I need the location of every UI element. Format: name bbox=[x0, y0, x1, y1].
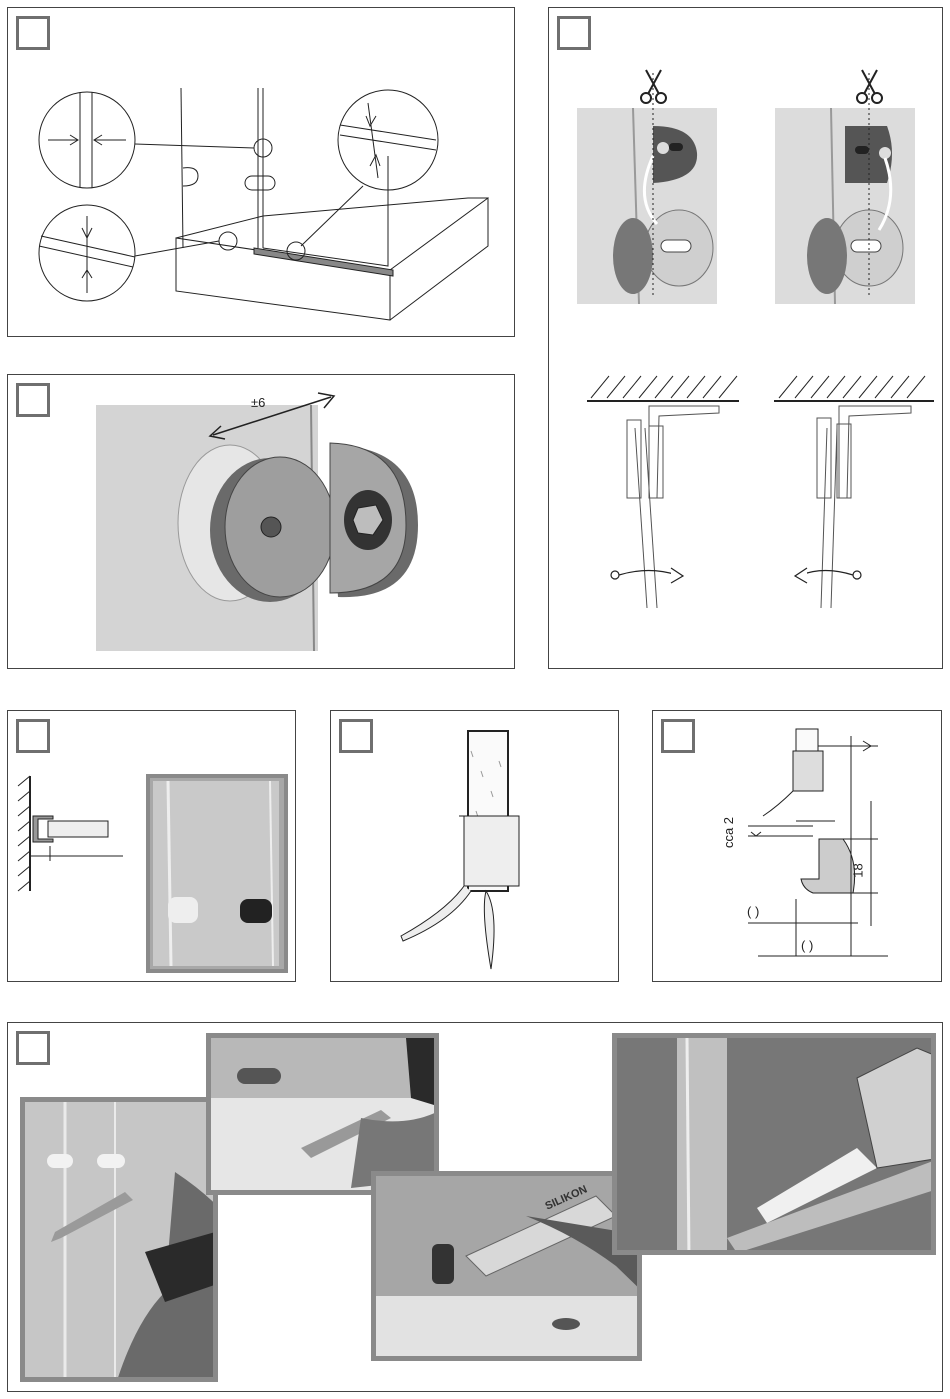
hinge-center bbox=[245, 176, 275, 190]
bracket-drawing bbox=[8, 375, 515, 669]
gap-dimension-label: cca 2 bbox=[721, 817, 736, 848]
rotate-counterclockwise-icon bbox=[795, 568, 861, 583]
tray-front bbox=[176, 238, 390, 320]
ceiling-left bbox=[587, 376, 739, 401]
step-number-box bbox=[16, 16, 50, 50]
drip-fin bbox=[484, 891, 494, 969]
height-dimension-label: 18 bbox=[851, 863, 866, 877]
trim-drawing bbox=[549, 8, 943, 669]
seal-lip bbox=[401, 886, 471, 941]
rotate-clockwise-icon bbox=[611, 568, 683, 583]
glass-section bbox=[48, 821, 108, 837]
photo-wall-sealing bbox=[20, 1097, 218, 1382]
photo-profile-sealing bbox=[612, 1033, 936, 1255]
screw-head bbox=[261, 517, 281, 537]
panel-step-wall-profile bbox=[7, 710, 296, 982]
photo-fitting-sealing: SILIKON bbox=[371, 1171, 642, 1361]
wall-profile-photo bbox=[148, 776, 286, 971]
step-number-box bbox=[557, 16, 591, 50]
panel-step-trim bbox=[548, 7, 943, 669]
bracket-bottom-label: ( ) bbox=[801, 938, 813, 953]
tray-side bbox=[390, 198, 488, 320]
clamp-detail-right bbox=[817, 406, 911, 608]
u-profile bbox=[459, 816, 519, 886]
step-number-box bbox=[16, 719, 50, 753]
panel-step-sealant: SILIKON bbox=[7, 1022, 943, 1392]
wall-profile-drawing bbox=[8, 711, 296, 982]
bracket-left-label: ( ) bbox=[747, 904, 759, 919]
bottom-profile bbox=[254, 248, 393, 276]
panel-step-overview bbox=[7, 7, 515, 337]
step-number-box bbox=[16, 1031, 50, 1065]
panel-step-bracket-adjust: ±6 bbox=[7, 374, 515, 669]
panel-step-dimensions: cca 2 18 ( ) ( ) bbox=[652, 710, 942, 982]
step-number-box bbox=[16, 383, 50, 417]
adjust-range-label: ±6 bbox=[251, 395, 265, 410]
step-number-box bbox=[661, 719, 695, 753]
hinge-left bbox=[183, 168, 198, 186]
step-number-box bbox=[339, 719, 373, 753]
overview-drawing bbox=[8, 8, 515, 337]
panel-step-seal bbox=[330, 710, 619, 982]
dimensions-drawing bbox=[653, 711, 942, 982]
threshold-profile bbox=[801, 839, 855, 893]
seal-drawing bbox=[331, 711, 619, 982]
ceiling-right bbox=[774, 376, 934, 401]
glass-left-edge bbox=[181, 88, 183, 248]
